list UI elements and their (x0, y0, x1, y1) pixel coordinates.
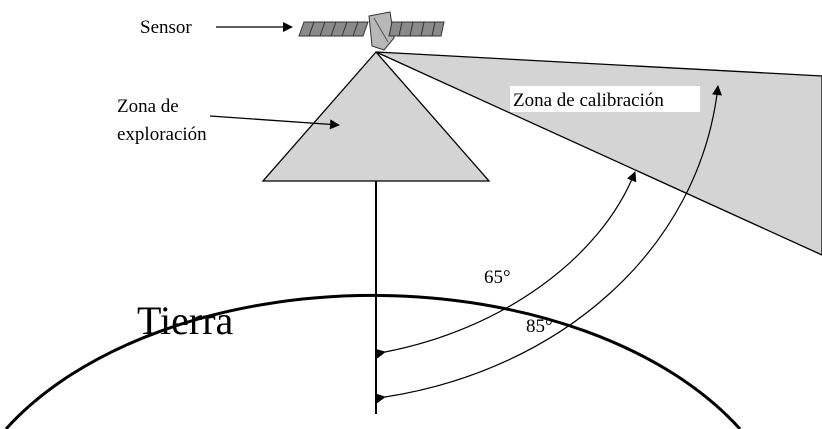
scan-zone-label-line2: exploración (117, 124, 207, 145)
calibration-zone-label: Zona de calibración (513, 90, 664, 111)
scan-zone-label-line1: Zona de (117, 96, 179, 117)
scan-zone-pointer-arrow (209, 115, 340, 130)
earth-label: Tierra (137, 298, 234, 343)
angle-85-label: 85° (526, 316, 553, 337)
angle-arc-65 (375, 171, 637, 359)
angle-65-label: 65° (484, 267, 511, 288)
solar-panel-right (388, 21, 445, 37)
angle-arc-85 (375, 85, 722, 404)
satellite-icon (298, 11, 445, 51)
sensor-label: Sensor (140, 17, 192, 38)
earth-surface-arc (4, 293, 742, 429)
